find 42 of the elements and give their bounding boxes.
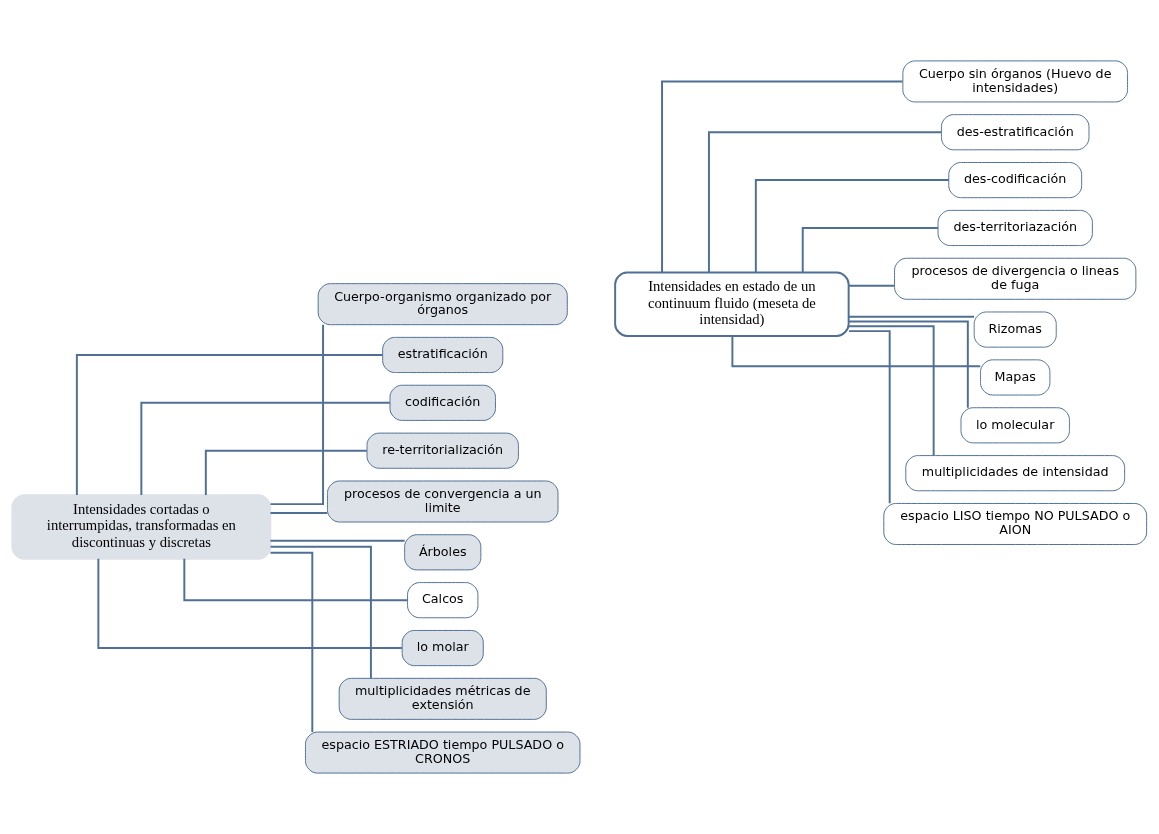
node-box: Árboles [404,534,482,571]
connector [75,354,384,496]
connector [204,449,368,496]
connector [731,335,982,368]
connector [848,330,891,505]
node-box: Intensidades cortadas o interrumpidas, transformadas en discontinuas y discretas [11,494,272,560]
connector [269,551,314,733]
connector [269,539,406,542]
connector [183,557,409,602]
node-box: estratificación [382,336,504,374]
connector [707,131,943,274]
connector [661,80,904,274]
node-box: re-territorialización [366,432,519,469]
connector [140,401,391,496]
node-box: procesos de divergencia o lineas de fuga [894,257,1137,300]
connector [269,545,372,680]
connector [801,227,939,274]
connector [847,284,896,287]
node-box: lo molar [401,629,484,667]
node-box: espacio LISO tiempo NO PULSADO o AION [883,502,1148,545]
node-box: des-territoriazación [937,209,1093,247]
node-box: espacio ESTRIADO tiempo PULSADO o CRONOS [305,731,581,774]
connector [847,315,976,318]
node-box: codificación [389,384,496,421]
node-box: lo molecular [960,407,1070,444]
connector [754,179,950,274]
node-box: des-codificación [948,162,1083,199]
node-box: Calcos [407,582,479,619]
node-box: Rizomas [973,311,1057,348]
node-box: Cuerpo-organismo organizado por órganos [317,283,568,326]
node-box: des-estratificación [940,114,1090,151]
node-box: procesos de convergencia a un limite [326,480,559,523]
connector [97,557,403,649]
node-box: multiplicidades métricas de extensión [338,677,547,720]
connector [847,320,969,409]
node-box: Mapas [980,359,1051,396]
node-box: Intensidades en estado de un continuum fluido (meseta de intensidad) [614,271,850,337]
connector [269,323,325,506]
connector [269,512,329,515]
node-box: multiplicidades de intensidad [905,455,1126,492]
connector [847,325,935,457]
node-box: Cuerpo sin órganos (Huevo de intensidades) [902,60,1129,103]
